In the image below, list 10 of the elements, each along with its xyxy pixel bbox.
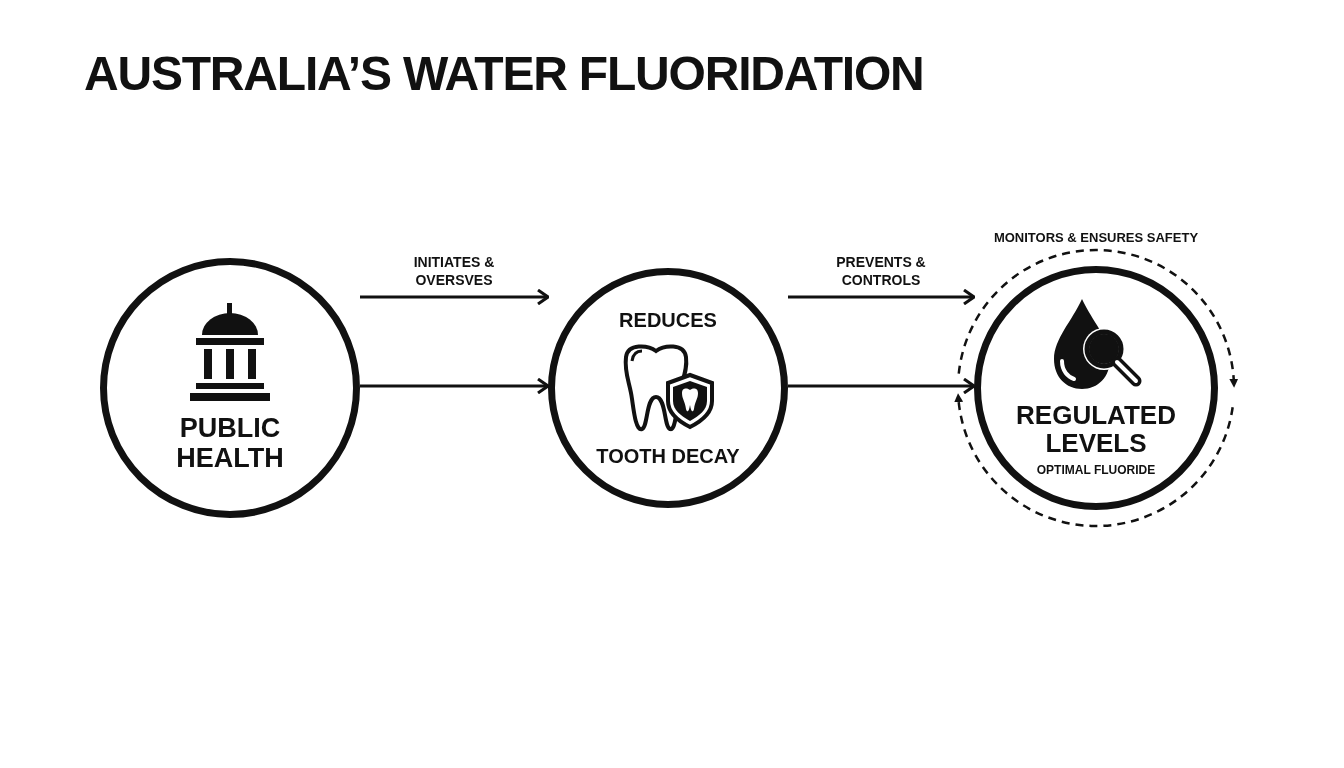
title: AUSTRALIA’S WATER FLUORIDATION	[84, 50, 924, 98]
arrow	[788, 288, 976, 306]
arrow	[788, 377, 976, 395]
node-title: TOOTH DECAY	[596, 444, 740, 469]
node-title: PUBLIC HEALTH	[175, 413, 285, 473]
node-title: REGULATED LEVELS	[1015, 401, 1177, 457]
node-subtitle: OPTIMAL FLUORIDE	[1036, 462, 1156, 479]
arrow	[360, 288, 550, 306]
node-heading: REDUCES	[619, 308, 717, 333]
arrow	[360, 377, 550, 395]
